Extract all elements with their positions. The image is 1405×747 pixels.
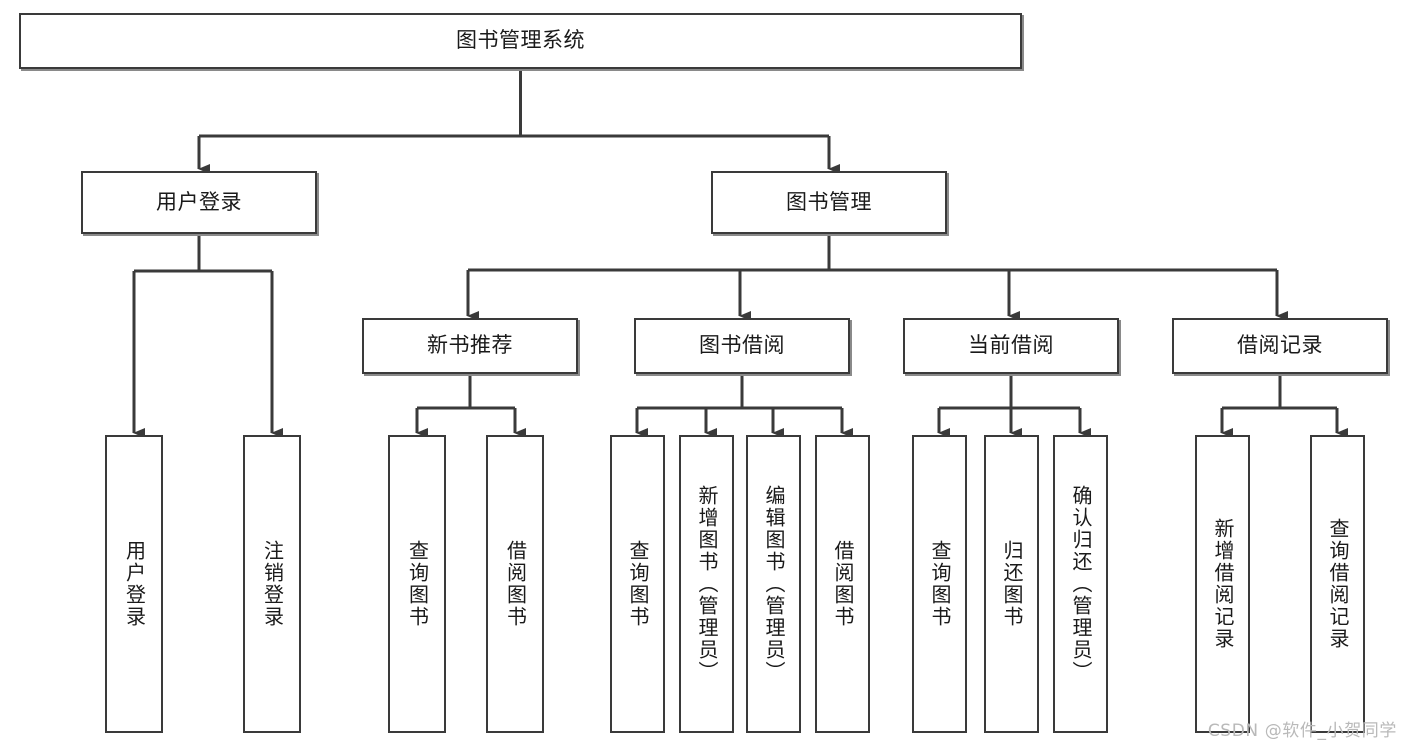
node-leaf-borrow-book-label: 借阅图书 xyxy=(831,540,855,628)
node-book-manage[interactable]: 图书管理 xyxy=(711,171,947,234)
node-user-login-label: 用户登录 xyxy=(156,189,242,214)
node-leaf-query-book-rec-label: 查询图书 xyxy=(405,540,430,628)
node-leaf-add-book-admin-label: 新增图书（管理员） xyxy=(695,485,719,683)
node-leaf-user-login-label: 用户登录 xyxy=(122,540,147,628)
node-leaf-add-book-admin[interactable]: 新增图书（管理员） xyxy=(679,435,734,733)
node-current-borrow-label: 当前借阅 xyxy=(968,333,1054,358)
node-leaf-user-logout-label: 注销登录 xyxy=(260,540,285,628)
node-leaf-user-login[interactable]: 用户登录 xyxy=(105,435,163,733)
node-leaf-query-book-borrow-label: 查询图书 xyxy=(626,540,650,628)
node-leaf-return-book[interactable]: 归还图书 xyxy=(984,435,1039,733)
node-leaf-add-borrow-record-label: 新增借阅记录 xyxy=(1211,518,1235,650)
node-leaf-return-book-label: 归还图书 xyxy=(1000,540,1024,628)
node-root-system[interactable]: 图书管理系统 xyxy=(19,13,1022,69)
node-leaf-borrow-book-rec-label: 借阅图书 xyxy=(503,540,528,628)
node-leaf-query-book-current-label: 查询图书 xyxy=(928,540,952,628)
node-leaf-query-borrow-record-label: 查询借阅记录 xyxy=(1326,518,1350,650)
node-leaf-confirm-return-admin-label: 确认归还（管理员） xyxy=(1069,485,1093,683)
node-root-label: 图书管理系统 xyxy=(456,28,585,53)
node-leaf-add-borrow-record[interactable]: 新增借阅记录 xyxy=(1195,435,1250,733)
node-new-book-recommend[interactable]: 新书推荐 xyxy=(362,318,578,374)
node-leaf-user-logout[interactable]: 注销登录 xyxy=(243,435,301,733)
node-leaf-edit-book-admin-label: 编辑图书（管理员） xyxy=(762,485,786,683)
node-borrow-record-label: 借阅记录 xyxy=(1237,333,1323,358)
node-user-login[interactable]: 用户登录 xyxy=(81,171,317,234)
node-leaf-borrow-book-rec[interactable]: 借阅图书 xyxy=(486,435,544,733)
node-book-borrow[interactable]: 图书借阅 xyxy=(634,318,850,374)
node-leaf-query-book-borrow[interactable]: 查询图书 xyxy=(610,435,665,733)
node-leaf-query-book-rec[interactable]: 查询图书 xyxy=(388,435,446,733)
node-leaf-query-book-current[interactable]: 查询图书 xyxy=(912,435,967,733)
node-leaf-borrow-book[interactable]: 借阅图书 xyxy=(815,435,870,733)
node-book-manage-label: 图书管理 xyxy=(786,189,872,214)
node-borrow-record[interactable]: 借阅记录 xyxy=(1172,318,1388,374)
node-leaf-confirm-return-admin[interactable]: 确认归还（管理员） xyxy=(1053,435,1108,733)
node-current-borrow[interactable]: 当前借阅 xyxy=(903,318,1119,374)
node-leaf-edit-book-admin[interactable]: 编辑图书（管理员） xyxy=(746,435,801,733)
node-book-borrow-label: 图书借阅 xyxy=(699,333,785,358)
node-leaf-query-borrow-record[interactable]: 查询借阅记录 xyxy=(1310,435,1365,733)
node-new-book-recommend-label: 新书推荐 xyxy=(427,333,513,358)
